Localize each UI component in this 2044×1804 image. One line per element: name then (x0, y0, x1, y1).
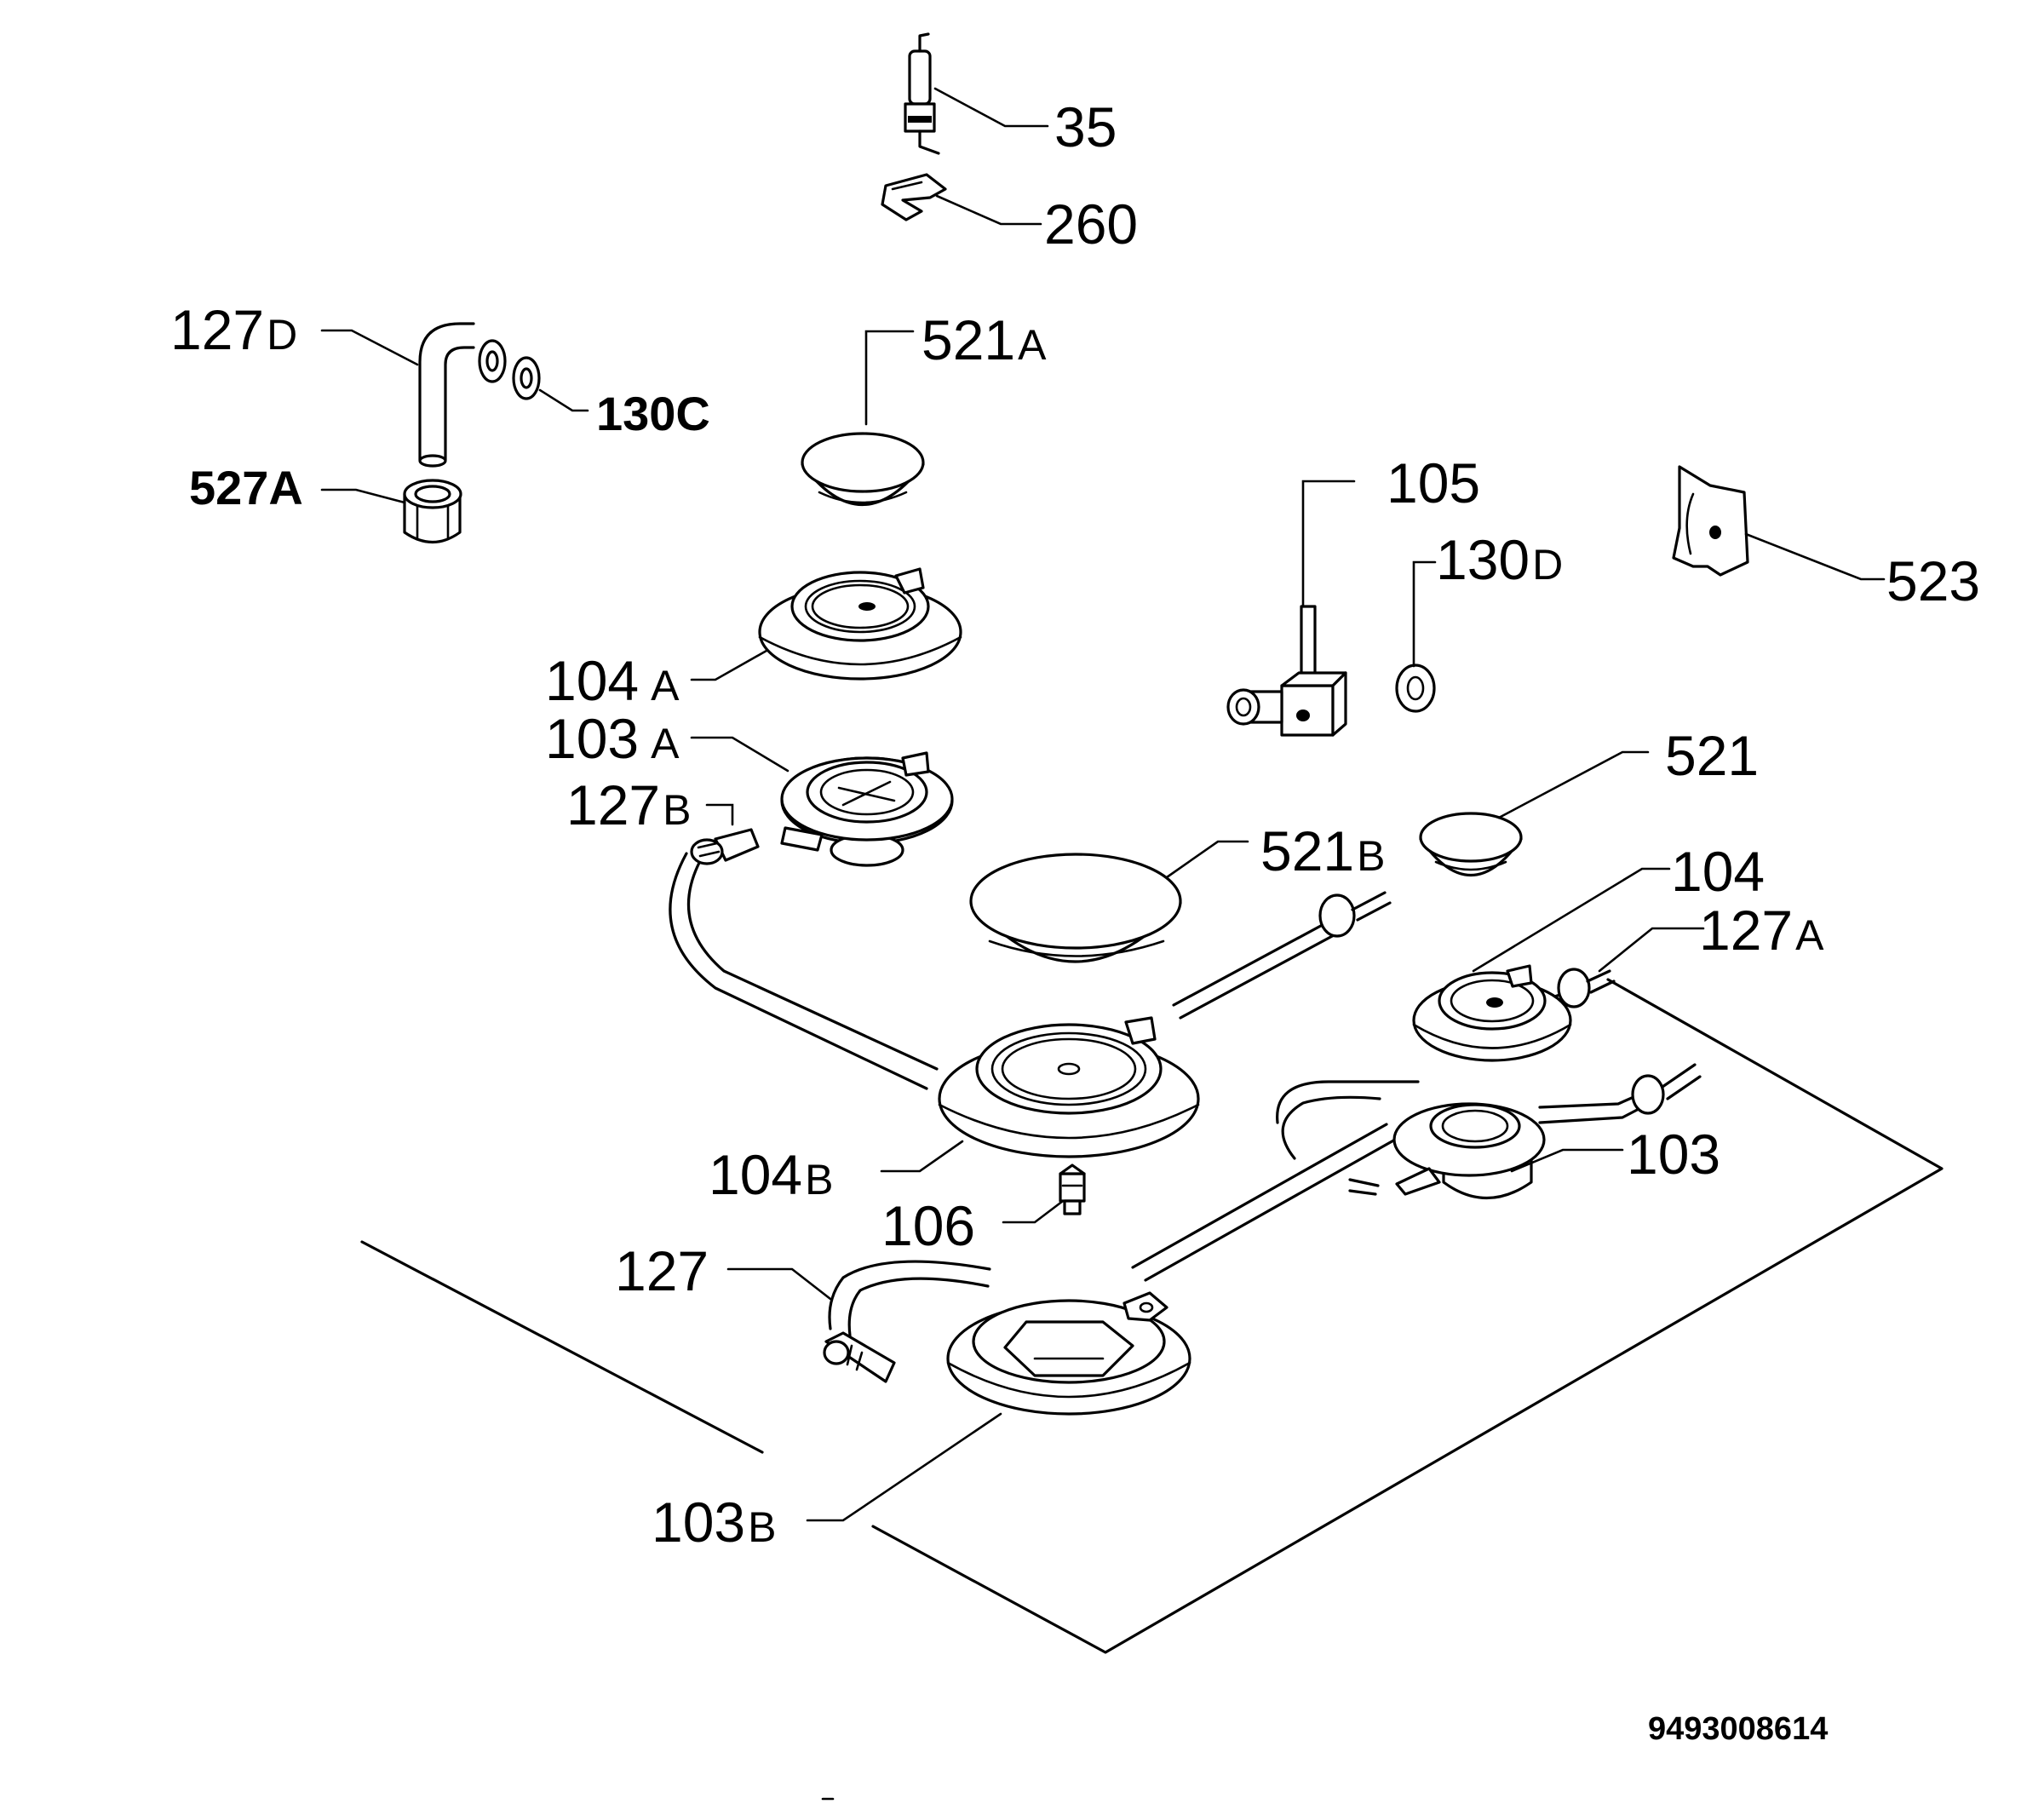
label-35: 35 (1054, 95, 1117, 158)
part-521A-burner-cap (801, 432, 925, 506)
part-105-gas-valve (1226, 605, 1347, 737)
part-130C-washers (478, 339, 541, 400)
label-103B: 103B (652, 1491, 776, 1554)
part-521B-burner-cap (969, 853, 1182, 963)
label-527A: 527A (189, 461, 303, 514)
part-260-clip (881, 173, 947, 221)
part-521-burner-cap (1419, 812, 1523, 877)
part-35-spark-plug (904, 32, 940, 155)
hob-outline (360, 978, 1944, 1654)
label-127B: 127B (566, 773, 691, 836)
part-103A-burner-base (780, 751, 954, 867)
label-130D: 130D (1436, 528, 1563, 591)
part-127D-bent-pipe (418, 322, 475, 468)
label-521: 521 (1665, 724, 1759, 787)
label-106: 106 (881, 1194, 975, 1257)
label-127: 127 (615, 1239, 709, 1302)
part-104B-burner-crown (938, 1016, 1200, 1158)
label-127D: 127D (170, 298, 297, 361)
part-labels: 35 260 127D 130C 527A 521A 105 130D 523 … (170, 95, 1980, 1554)
part-130D-washer (1395, 664, 1436, 713)
label-130C: 130C (596, 387, 710, 440)
part-104A-burner-crown (758, 567, 962, 681)
part-104-burner-crown (1412, 964, 1572, 1062)
label-104B: 104B (709, 1143, 833, 1206)
part-523-bracket (1672, 465, 1749, 577)
label-521A: 521A (922, 308, 1047, 371)
label-103: 103 (1627, 1123, 1720, 1186)
part-103-burner-base (1348, 1102, 1546, 1199)
leader-lines (320, 87, 1886, 1522)
part-127A-pipes (1131, 891, 1702, 1282)
part-127-feed-pipe (823, 1260, 991, 1383)
label-521B: 521B (1260, 819, 1385, 882)
label-105: 105 (1387, 451, 1480, 514)
part-106-injector (1059, 1163, 1086, 1215)
label-523: 523 (1886, 549, 1980, 612)
label-260: 260 (1044, 192, 1138, 256)
part-127B-feed-pipe (669, 828, 939, 1090)
label-127A: 127A (1699, 899, 1824, 962)
part-527A-nut (403, 479, 462, 543)
label-104: 104 (1671, 840, 1765, 903)
part-103B-burner-base (946, 1291, 1191, 1416)
drawing-code: 9493008614 (1648, 1711, 1828, 1747)
